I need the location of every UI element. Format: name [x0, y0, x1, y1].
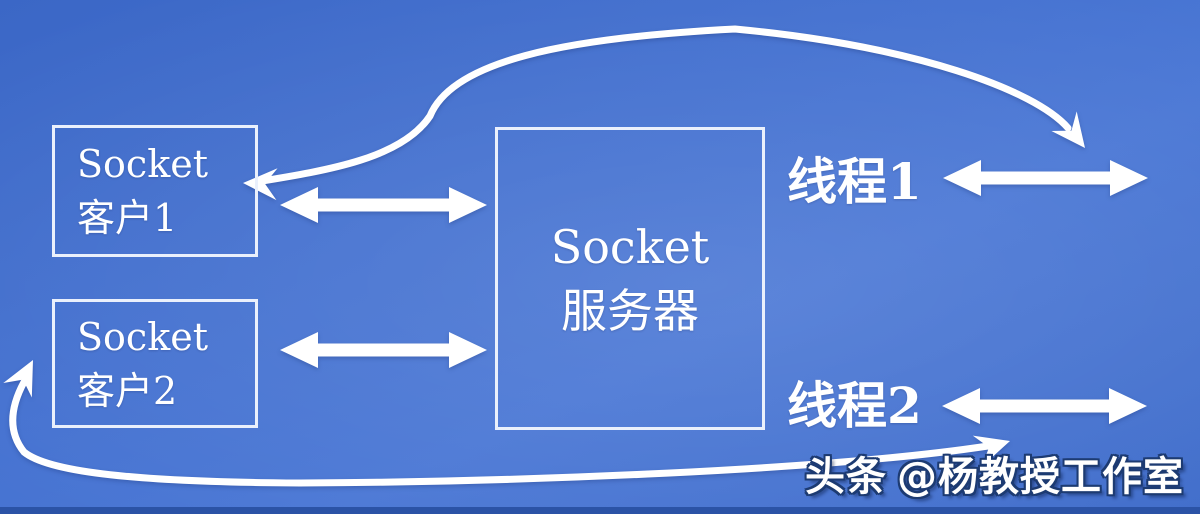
curved-arrowhead-thread1-icon: [1051, 111, 1085, 148]
node-socket-client1: Socket 客户1: [52, 125, 258, 257]
curved-arrowhead-client2-icon: [3, 360, 33, 398]
watermark: 头条@杨教授工作室: [805, 444, 1184, 502]
label-thread2: 线程2: [787, 376, 922, 435]
watermark-handle: @杨教授工作室: [897, 454, 1184, 500]
double-arrow-client1-server: [280, 187, 487, 223]
node-client2-line1: Socket: [77, 314, 208, 359]
node-socket-server: Socket 服务器: [495, 127, 765, 430]
node-client2-line2: 客户2: [77, 368, 178, 413]
node-server-line2: 服务器: [561, 283, 699, 338]
bottom-strip: [0, 507, 1200, 514]
double-arrow-client2-server: [280, 332, 487, 368]
node-client1-line2: 客户1: [77, 196, 178, 240]
double-arrow-thread2: [942, 388, 1147, 424]
node-client1-line1: Socket: [77, 142, 208, 186]
double-arrow-thread1: [943, 160, 1148, 196]
label-thread1: 线程1: [787, 152, 922, 211]
node-server-line1: Socket: [550, 219, 710, 274]
node-socket-client2: Socket 客户2: [52, 299, 258, 428]
watermark-brand: 头条: [805, 454, 887, 500]
